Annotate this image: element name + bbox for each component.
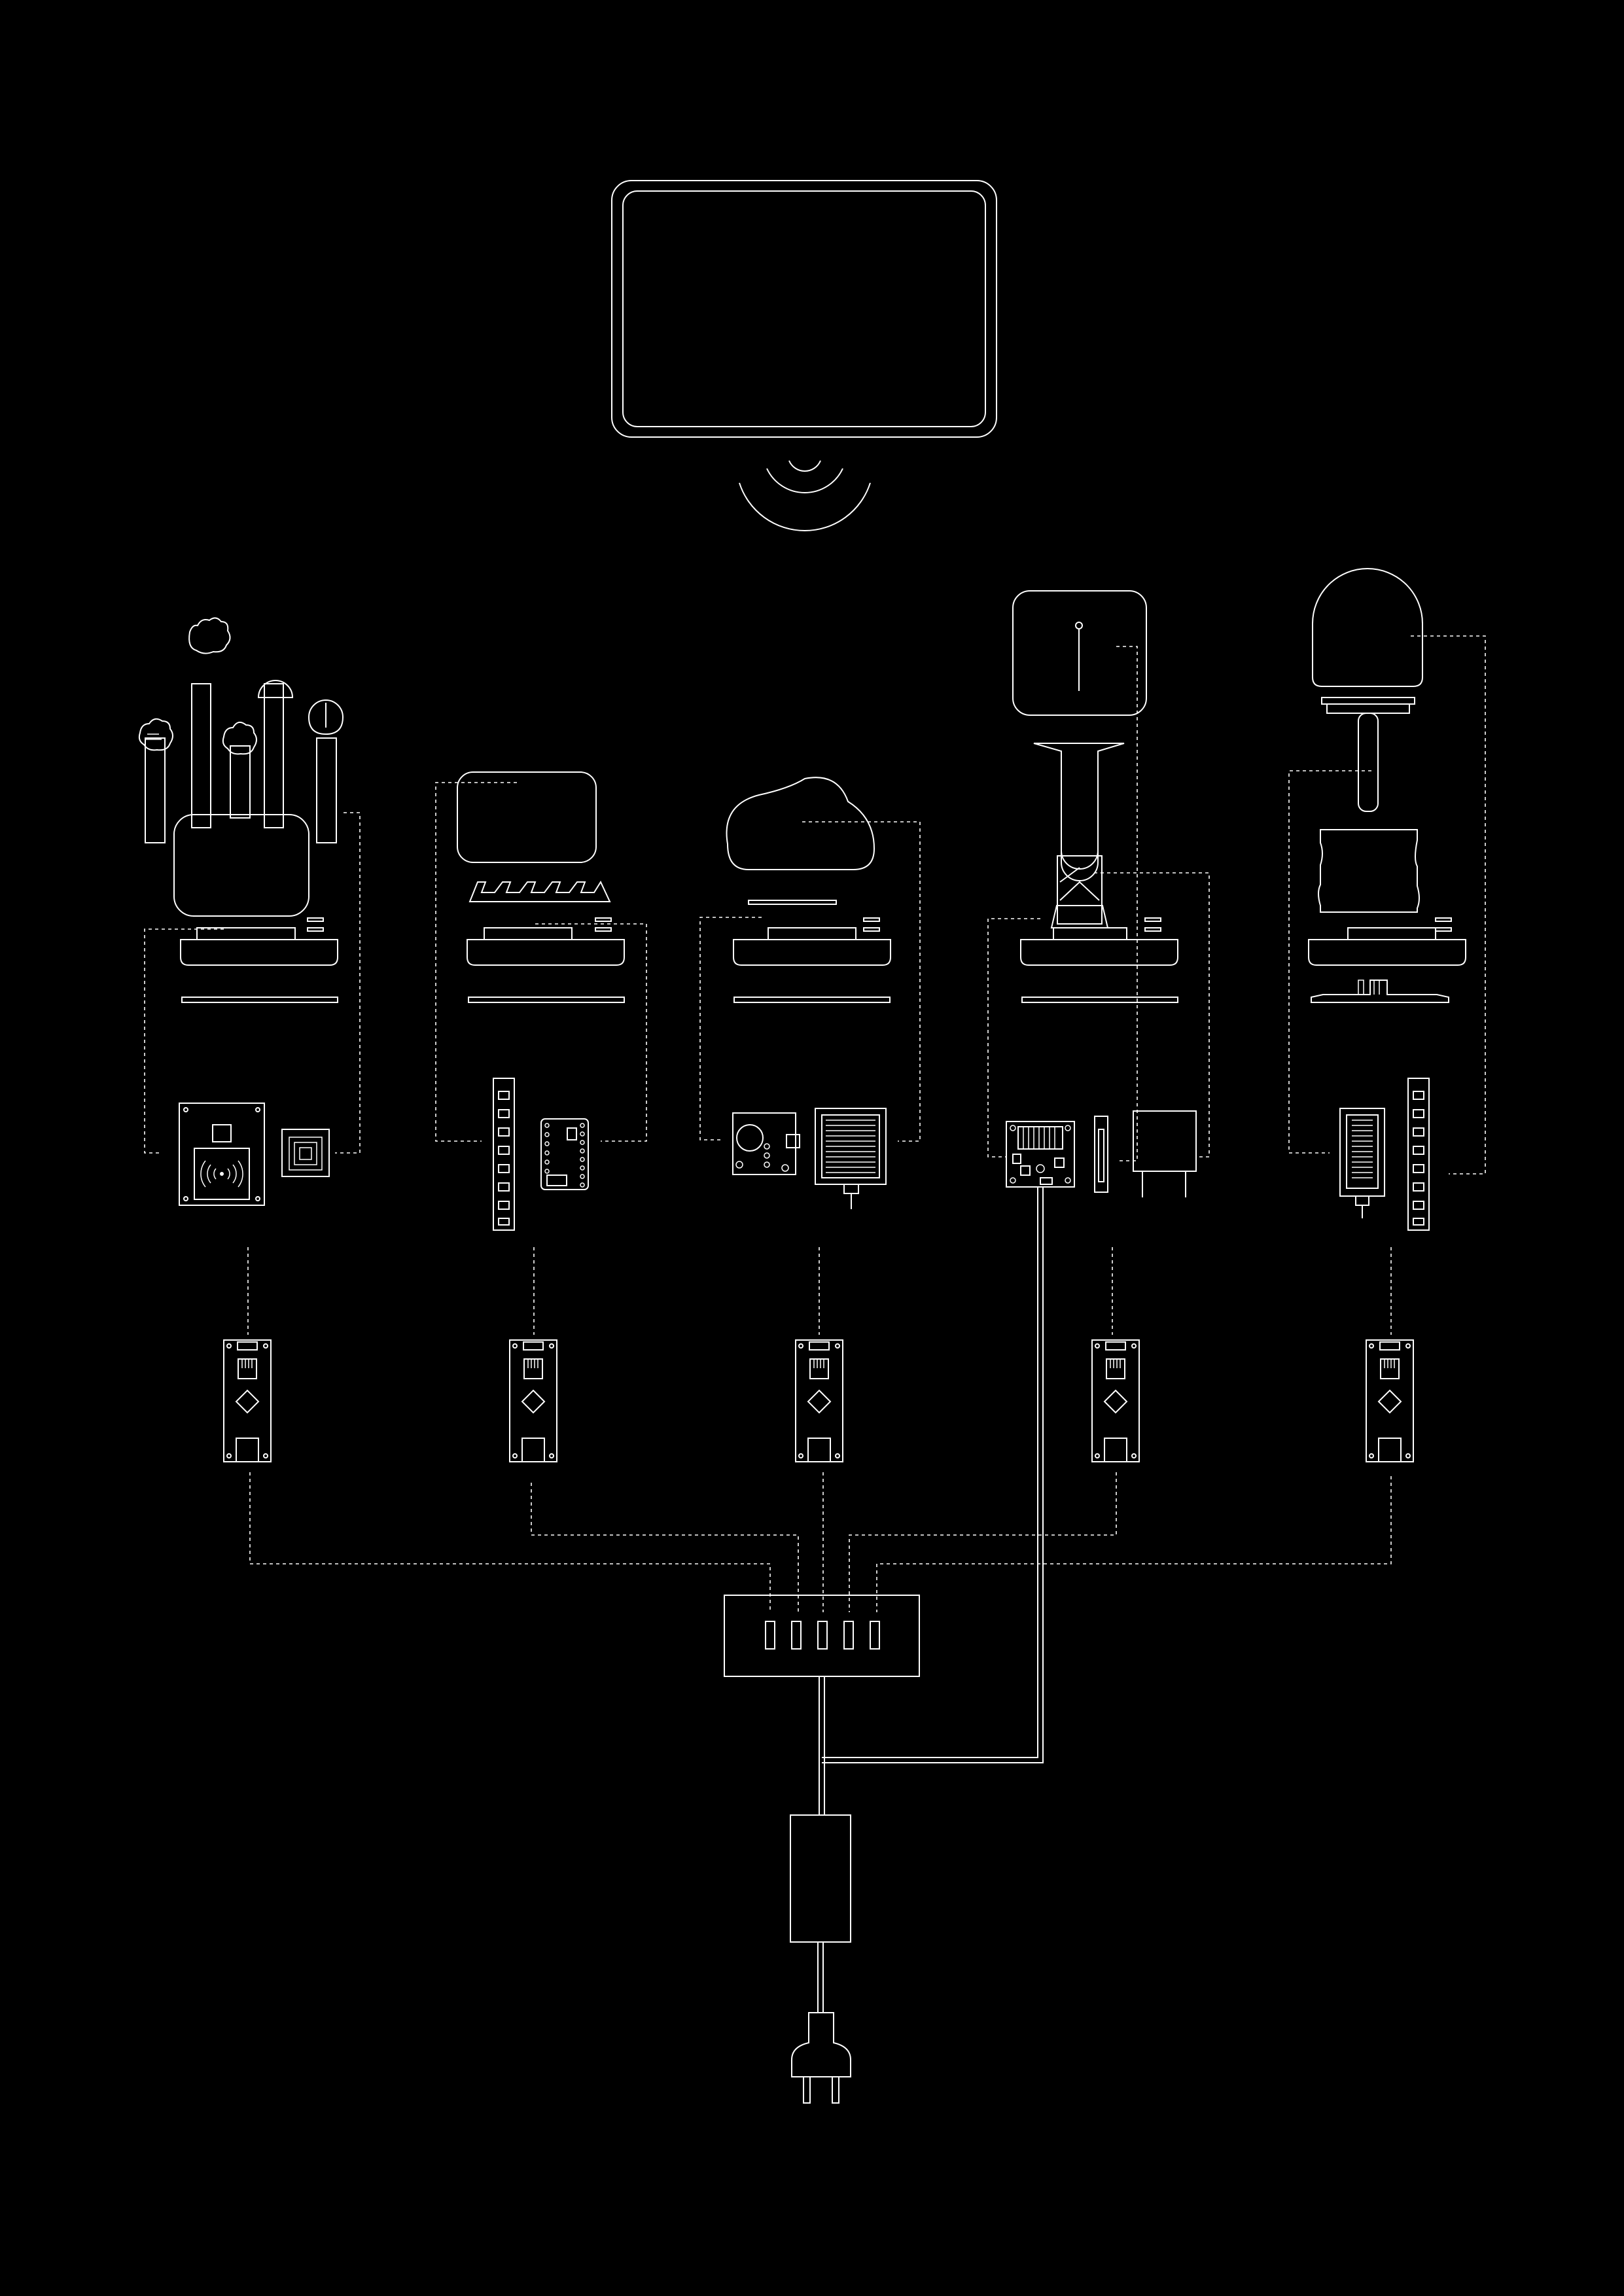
water-sensor-icon	[815, 1108, 887, 1209]
wireless-display-icon	[611, 180, 997, 438]
motor-driver-icon	[1006, 1121, 1075, 1188]
microcontroller-icon	[223, 1339, 272, 1462]
station-2	[435, 771, 799, 1612]
nfc-tag-icon	[281, 1129, 330, 1177]
flask-icon	[1033, 743, 1125, 928]
power-plug-icon	[791, 2012, 851, 2104]
usb-hub-icon	[724, 1595, 920, 1677]
cover-icon	[457, 771, 597, 863]
dome-lamp-icon	[726, 777, 875, 905]
station-4	[822, 590, 1210, 1763]
base-stand-icon	[180, 917, 338, 1003]
microcontroller-icon	[795, 1339, 843, 1462]
breakout-board-icon	[540, 1118, 589, 1190]
rfid-reader-icon	[179, 1103, 265, 1206]
led-strip-icon	[493, 1078, 515, 1231]
station-5	[876, 568, 1486, 1612]
station-1	[138, 617, 771, 1612]
water-sensor-icon	[1339, 1108, 1385, 1218]
capsule-lamp-icon	[1312, 568, 1423, 913]
power-adapter-icon	[790, 1814, 851, 1943]
timer-box-icon	[1012, 590, 1147, 716]
base-stand-icon	[733, 917, 891, 1003]
microcontroller-icon	[1366, 1339, 1414, 1462]
station-3	[699, 777, 921, 1612]
base-stand-icon	[1308, 917, 1466, 1003]
microcontroller-icon	[509, 1339, 557, 1462]
base-stand-icon	[467, 917, 625, 1003]
slider-sensor-icon	[1094, 1116, 1108, 1193]
heatsink-icon	[468, 880, 611, 902]
relay-icon	[1133, 1110, 1197, 1197]
wifi-signal-icon	[739, 460, 871, 531]
buzzer-module-icon	[732, 1112, 800, 1175]
microcontroller-icon	[1091, 1339, 1140, 1462]
sensor-tower-icon	[138, 617, 344, 917]
base-stand-icon	[1020, 917, 1178, 1003]
led-strip-icon	[1407, 1078, 1430, 1231]
